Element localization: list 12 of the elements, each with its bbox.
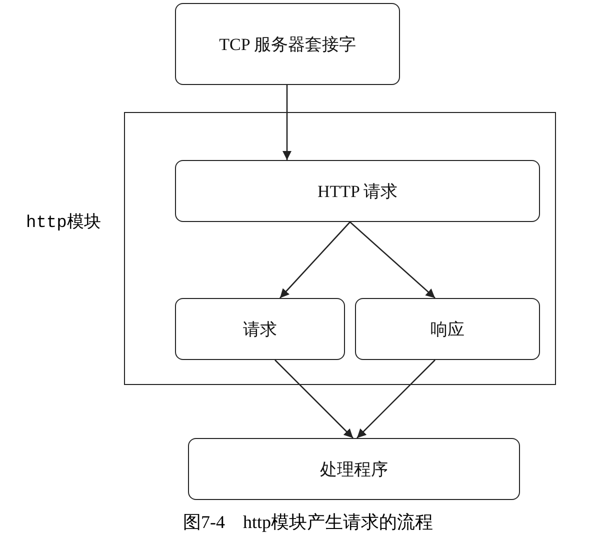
group-label: http模块: [26, 212, 101, 233]
process-box: 请求: [175, 298, 345, 360]
arrow: [356, 360, 436, 438]
arrow: [280, 222, 350, 298]
process-box: HTTP 请求: [175, 160, 540, 222]
arrow: [350, 222, 436, 298]
arrow: [274, 360, 354, 438]
arrow: [282, 85, 292, 160]
process-box: 响应: [355, 298, 540, 360]
process-box: 处理程序: [188, 438, 520, 500]
process-box: TCP 服务器套接字: [175, 3, 400, 85]
figure-caption: 图7-4 http模块产生请求的流程: [182, 511, 434, 534]
